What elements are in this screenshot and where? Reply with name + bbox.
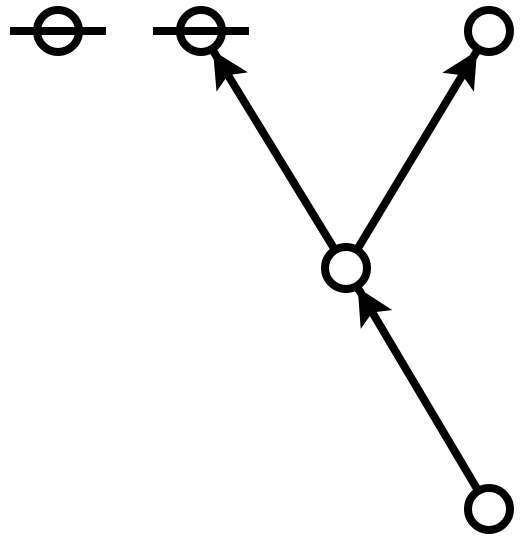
node-circle: [464, 6, 514, 56]
node-circle: [321, 243, 371, 293]
arrow-edge-n4-to-n2: [209, 48, 338, 251]
node-n5: [464, 484, 514, 534]
edges-layer: [209, 48, 481, 492]
arrow-edge-n5-to-n4: [354, 285, 481, 492]
node-circle: [464, 484, 514, 534]
terminator-node-n2: [153, 6, 249, 56]
node-n4: [321, 243, 371, 293]
arrow-edge-n4-to-n3: [354, 48, 481, 251]
nodes-layer: [10, 6, 514, 534]
node-n3: [464, 6, 514, 56]
terminator-node-n1: [10, 6, 106, 56]
